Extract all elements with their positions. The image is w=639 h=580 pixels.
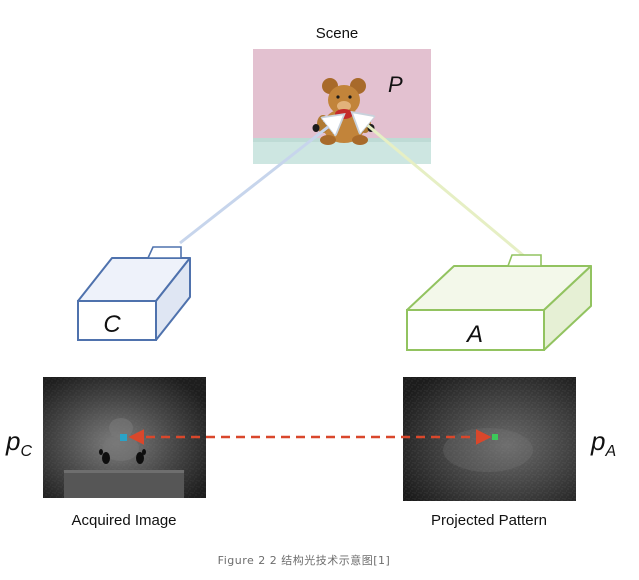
pa-main: p [590,426,605,456]
projector-box-icon [406,254,592,351]
pc-main: p [5,426,20,456]
pc-subscript: C [20,443,32,460]
scene-label: Scene [316,25,359,42]
projector-point-marker [492,434,498,440]
projected-pattern-photo [403,377,576,501]
projector-ray-arrow [354,114,525,258]
pa-subscript: A [604,443,616,460]
acquired-image-label: Acquired Image [71,512,176,529]
camera-box-icon [77,246,191,341]
camera-point-marker [120,434,127,441]
scene-photo [253,49,431,164]
projected-pattern-label: Projected Pattern [431,512,547,529]
projector-label: A [465,321,483,348]
camera-label: C [103,311,121,338]
scene-point-label: P [388,72,403,97]
pc-label: pC [5,426,32,460]
pa-label: pA [590,426,616,460]
figure-caption: Figure 2 2 结构光技术示意图[1] [218,553,391,567]
camera-ray-arrow [179,116,342,245]
